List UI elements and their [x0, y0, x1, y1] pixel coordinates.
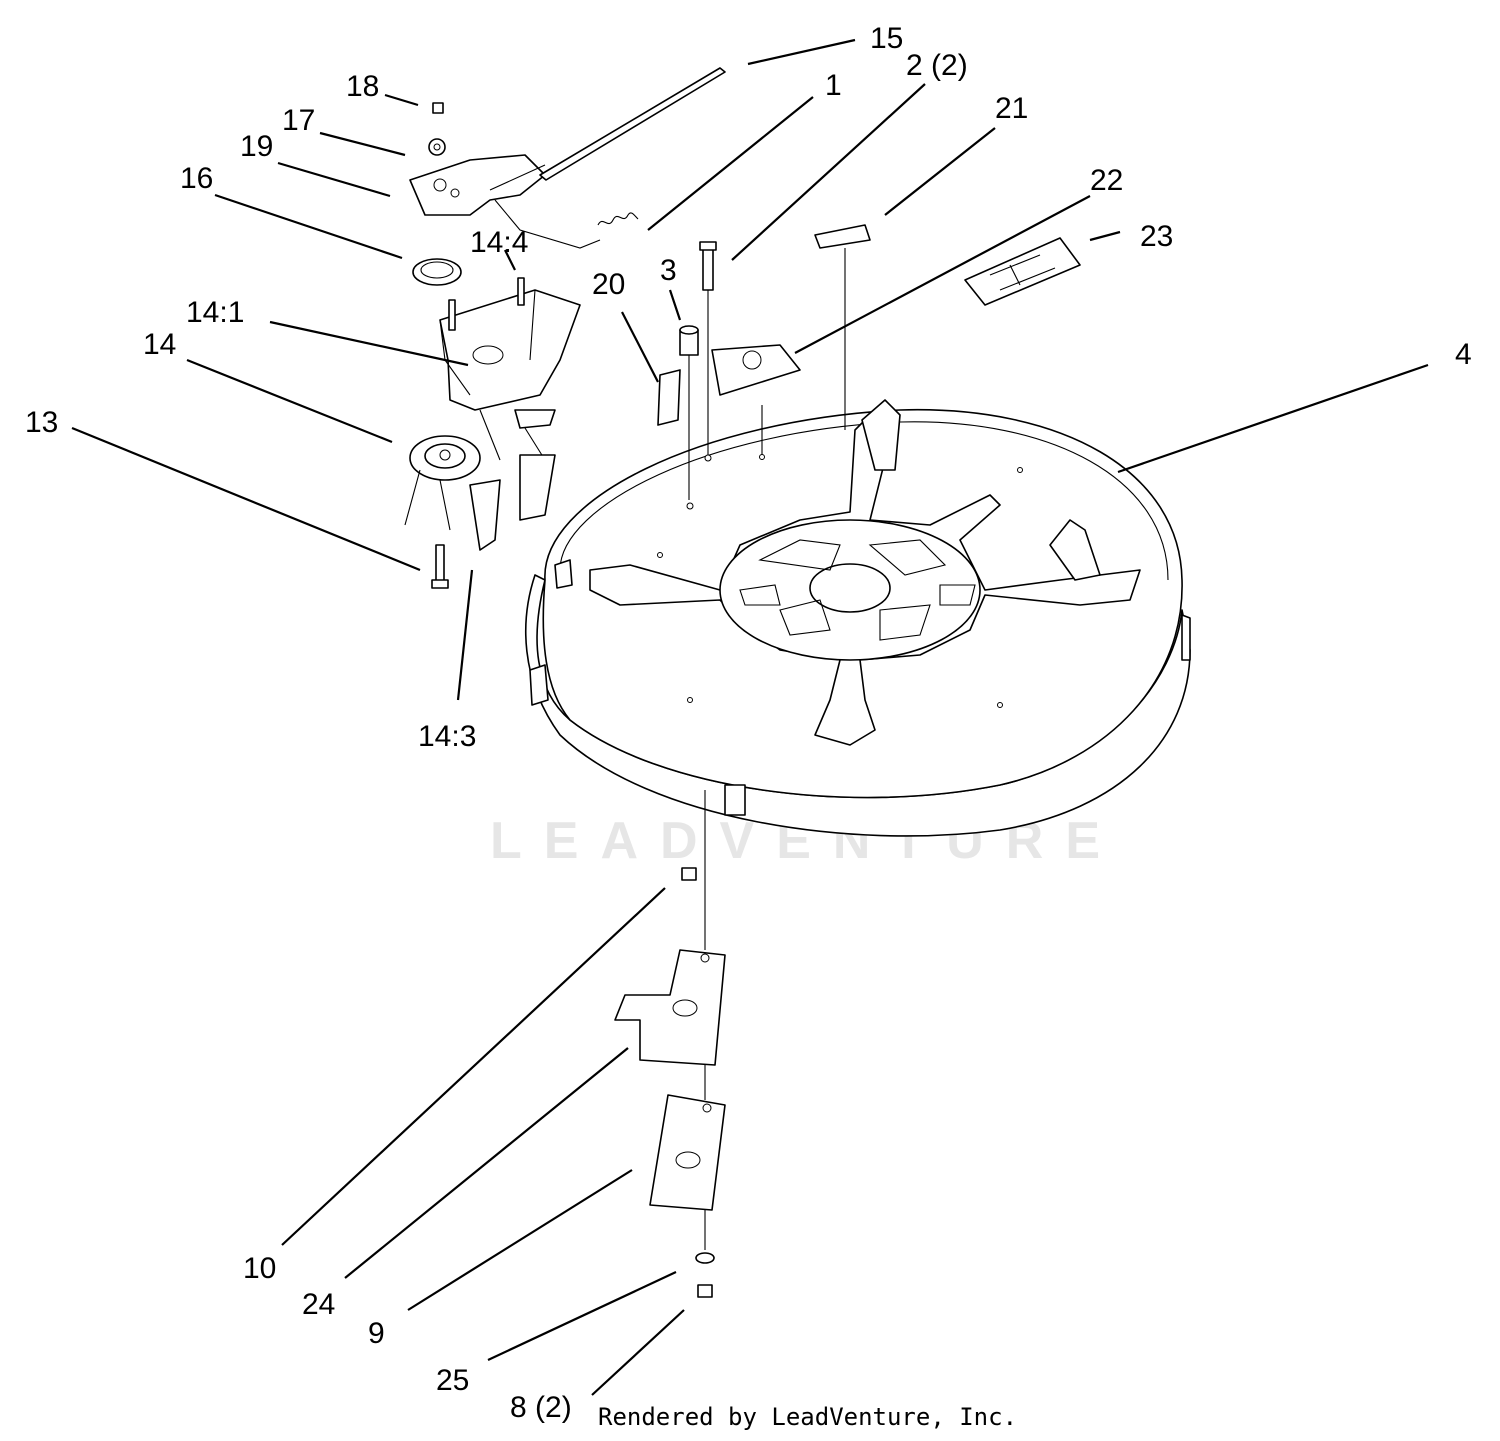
callout-25: 25 [436, 1364, 469, 1397]
callout-21: 21 [995, 92, 1028, 125]
callout-16: 16 [180, 162, 213, 195]
callout-3: 3 [660, 254, 677, 287]
callout-8: 8 (2) [510, 1391, 572, 1424]
callout-19: 19 [240, 130, 273, 163]
callout-1: 1 [825, 69, 842, 102]
callout-24: 24 [302, 1288, 335, 1321]
callout-4: 4 [1455, 338, 1472, 371]
callout-23: 23 [1140, 220, 1173, 253]
callout-9: 9 [368, 1317, 385, 1350]
callout-14-4: 14:4 [470, 226, 528, 259]
leader-lines [71, 38, 1429, 1396]
callout-20: 20 [592, 268, 625, 301]
callout-18: 18 [346, 70, 379, 103]
callout-14-1: 14:1 [186, 296, 244, 329]
credit-line: Rendered by LeadVenture, Inc. [598, 1403, 1017, 1431]
loose-hardware [657, 224, 1081, 500]
mower-deck [525, 399, 1191, 837]
callout-2: 2 (2) [906, 49, 968, 82]
callout-22: 22 [1090, 164, 1123, 197]
callout-14: 14 [143, 328, 176, 361]
callout-17: 17 [282, 104, 315, 137]
callout-14-3: 14:3 [418, 720, 476, 753]
callout-10: 10 [243, 1252, 276, 1285]
callout-labels: 15 1 2 (2) 21 22 23 3 20 4 18 17 19 16 1… [25, 22, 1472, 1424]
callout-13: 13 [25, 406, 58, 439]
lower-brackets [614, 790, 726, 1298]
callout-15: 15 [870, 22, 903, 55]
